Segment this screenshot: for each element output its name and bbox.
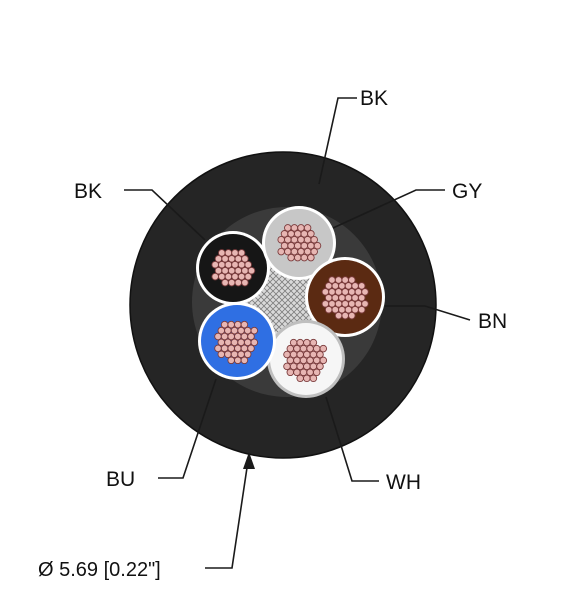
conductor-bu-copper-core [214, 320, 259, 365]
conductor-group [196, 206, 385, 398]
conductor-bk [196, 231, 270, 305]
label-left-bk: BK [74, 180, 102, 203]
conductor-bn [305, 257, 385, 337]
label-wh: WH [386, 471, 421, 494]
dimension-label: Ø 5.69 [0.22"] [38, 559, 161, 581]
conductor-bn-copper-core [321, 276, 369, 320]
conductor-bu [198, 302, 276, 380]
conductor-bk-copper-core [211, 249, 256, 287]
label-bu: BU [106, 468, 135, 491]
leader-line-left-bk [124, 189, 206, 241]
leader-line-top-bk [318, 97, 357, 185]
leader-line-gy [332, 189, 445, 229]
leader-lines [124, 97, 471, 569]
conductor-gy-copper-core [277, 224, 322, 262]
dimension-arrowhead [243, 452, 255, 469]
conductor-wh-copper-core [283, 338, 328, 383]
leader-line-bu [158, 378, 217, 479]
label-bn: BN [478, 310, 507, 333]
leader-line-bn [385, 305, 471, 321]
conductor-wh [267, 320, 345, 398]
conductor-gy [262, 206, 336, 280]
label-gy: GY [452, 180, 482, 203]
dimension-leader-line [205, 460, 249, 569]
label-top-bk: BK [360, 87, 388, 110]
leader-line-wh [325, 396, 379, 482]
